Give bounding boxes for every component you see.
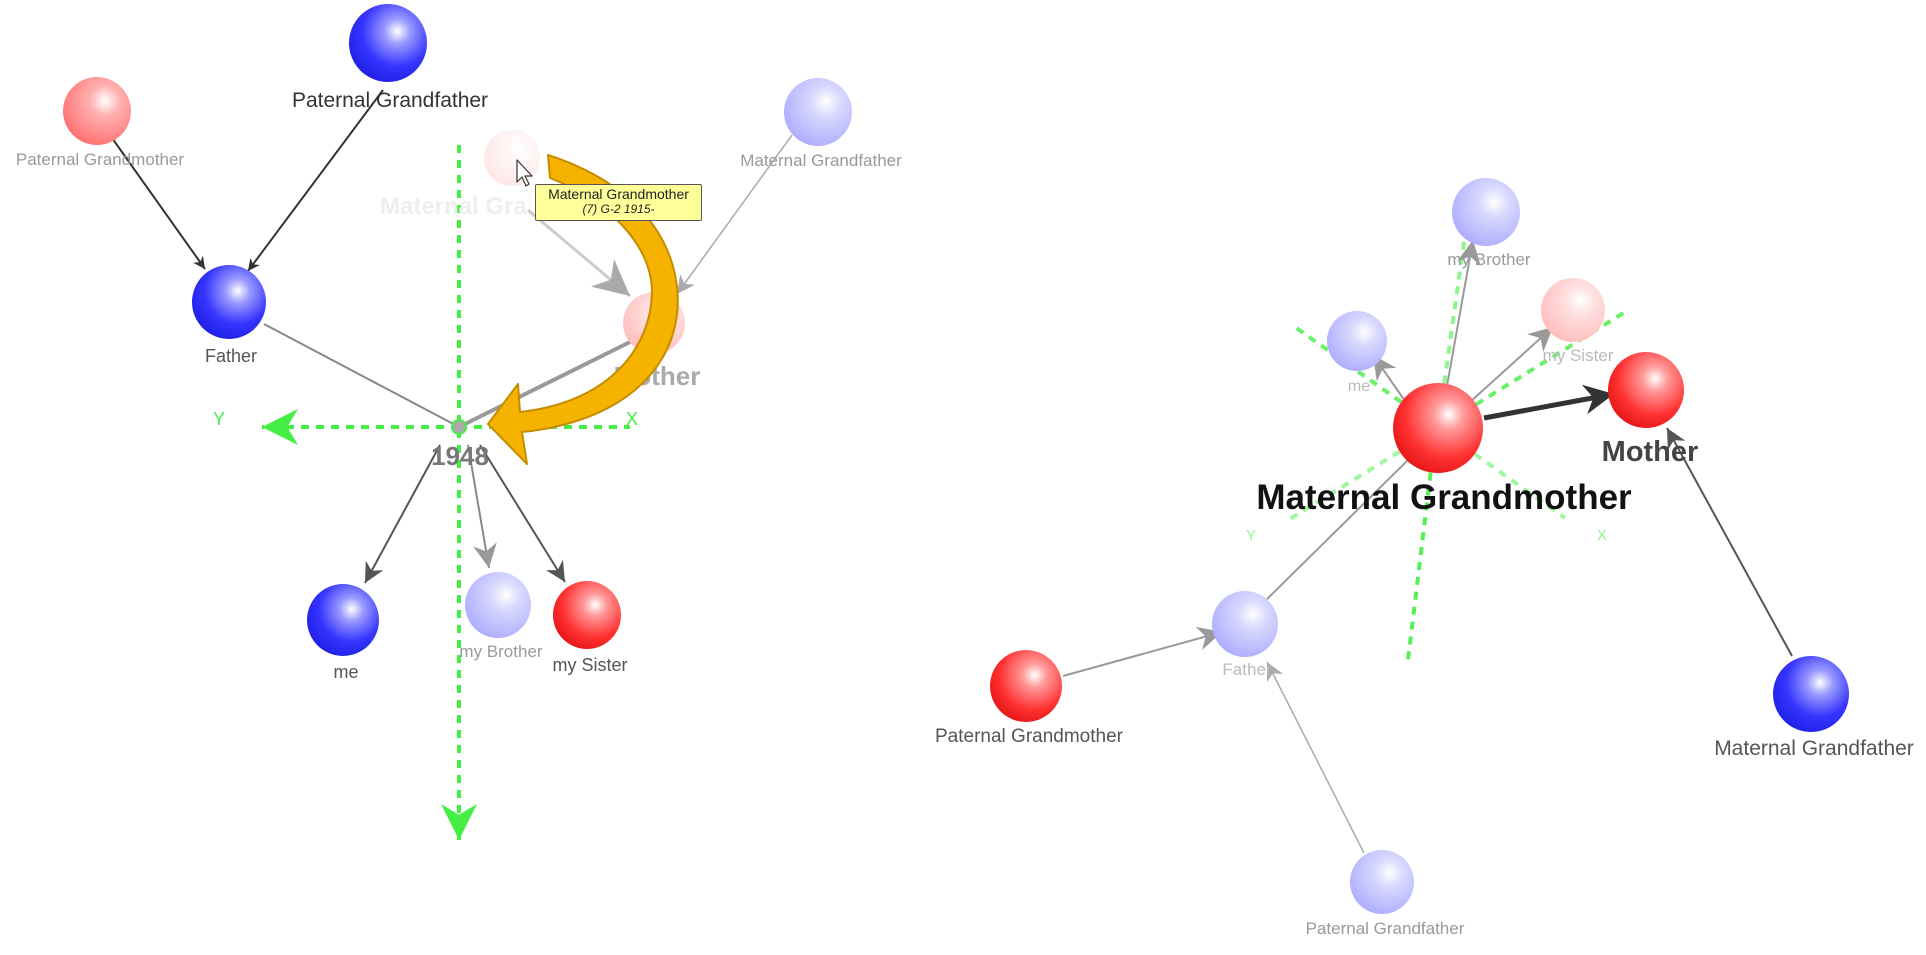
rnode-paternal-grandmother[interactable]	[990, 650, 1062, 722]
label-maternal-grandfather: Maternal Grandfather	[740, 151, 902, 170]
rlabel-sister: my Sister	[1543, 346, 1614, 365]
rlabel-father: Father	[1222, 660, 1271, 679]
label-paternal-grandfather: Paternal Grandfather	[292, 89, 488, 112]
edge-mother-to-center	[458, 338, 635, 429]
node-sister[interactable]	[553, 581, 621, 649]
tooltip-details: (7) G-2 1915-	[582, 202, 655, 216]
left-axes: Y X	[213, 145, 638, 840]
edge-rmgm-to-sister	[1469, 326, 1554, 403]
edge-rpgm-to-father	[1062, 626, 1223, 677]
rlabel-paternal-grandmother: Paternal Grandmother	[935, 726, 1124, 747]
label-brother: my Brother	[459, 642, 542, 661]
right-graph: Y X my Brother my Sister me Maternal Gra…	[935, 178, 1914, 938]
edge-center-to-sister	[479, 444, 566, 583]
rlabel-maternal-grandmother: Maternal Grandmother	[1256, 478, 1632, 517]
mouse-pointer-icon	[516, 159, 533, 187]
left-axis-x-label: X	[626, 409, 638, 429]
rnode-brother[interactable]	[1452, 178, 1520, 246]
edge-rmgm-to-father	[1261, 459, 1409, 605]
rlabel-paternal-grandfather: Paternal Grandfather	[1306, 919, 1465, 938]
node-maternal-grandmother-ghost[interactable]	[484, 130, 540, 186]
rnode-mother[interactable]	[1608, 352, 1684, 428]
node-father[interactable]	[192, 265, 266, 339]
label-me: me	[333, 662, 358, 682]
node-me[interactable]	[307, 584, 379, 656]
edge-center-to-brother	[467, 444, 497, 569]
rlabel-brother: my Brother	[1447, 250, 1530, 269]
rnode-me[interactable]	[1327, 311, 1387, 371]
tooltip-name: Maternal Grandmother	[548, 186, 689, 202]
label-sister: my Sister	[552, 655, 627, 675]
edge-father-to-center	[263, 323, 460, 428]
edge-paternal-grandfather-to-father	[247, 89, 384, 272]
right-axis-dash-5	[1436, 426, 1567, 520]
label-father: Father	[205, 346, 257, 366]
edge-maternal-grandmother-to-mother	[527, 208, 631, 298]
rlabel-mother: Mother	[1602, 436, 1699, 468]
rnode-father[interactable]	[1212, 591, 1278, 657]
edge-rmgm-to-brother	[1446, 239, 1481, 387]
edge-rmgf-to-mother	[1666, 427, 1793, 657]
left-graph: Y X 1948 Paternal Grandfather Paternal G…	[16, 4, 902, 840]
rnode-maternal-grandfather[interactable]	[1773, 656, 1849, 732]
node-maternal-grandfather[interactable]	[784, 78, 852, 146]
rlabel-maternal-grandfather: Maternal Grandfather	[1714, 737, 1914, 760]
right-edges	[1062, 239, 1793, 854]
rlabel-me: me	[1348, 378, 1370, 395]
edge-center-to-me	[364, 444, 441, 584]
node-paternal-grandmother[interactable]	[63, 77, 131, 145]
edge-rmgm-to-mother	[1483, 384, 1615, 421]
node-paternal-grandfather[interactable]	[349, 4, 427, 82]
left-axis-y-label: Y	[213, 409, 225, 429]
drag-rotate-arrow	[487, 154, 679, 465]
label-paternal-grandmother: Paternal Grandmother	[16, 150, 185, 169]
label-maternal-grandmother-ghost: Maternal Gra	[380, 193, 527, 220]
left-center-year: 1948	[431, 441, 489, 471]
edge-maternal-grandfather-to-mother	[676, 134, 793, 295]
node-brother[interactable]	[465, 572, 531, 638]
right-axis-x-label: X	[1597, 527, 1607, 544]
edge-rmgm-to-me	[1372, 354, 1406, 402]
right-axis-y-label: Y	[1246, 527, 1256, 544]
node-tooltip: Maternal Grandmother (7) G-2 1915-	[535, 184, 702, 221]
edge-paternal-grandmother-to-father	[111, 137, 206, 270]
left-edges	[111, 89, 793, 584]
rnode-paternal-grandfather[interactable]	[1350, 850, 1414, 914]
left-center-point[interactable]	[451, 419, 467, 435]
edge-rpgf-to-father	[1266, 661, 1365, 854]
rnode-sister[interactable]	[1541, 278, 1605, 342]
rnode-maternal-grandmother[interactable]	[1393, 383, 1483, 473]
